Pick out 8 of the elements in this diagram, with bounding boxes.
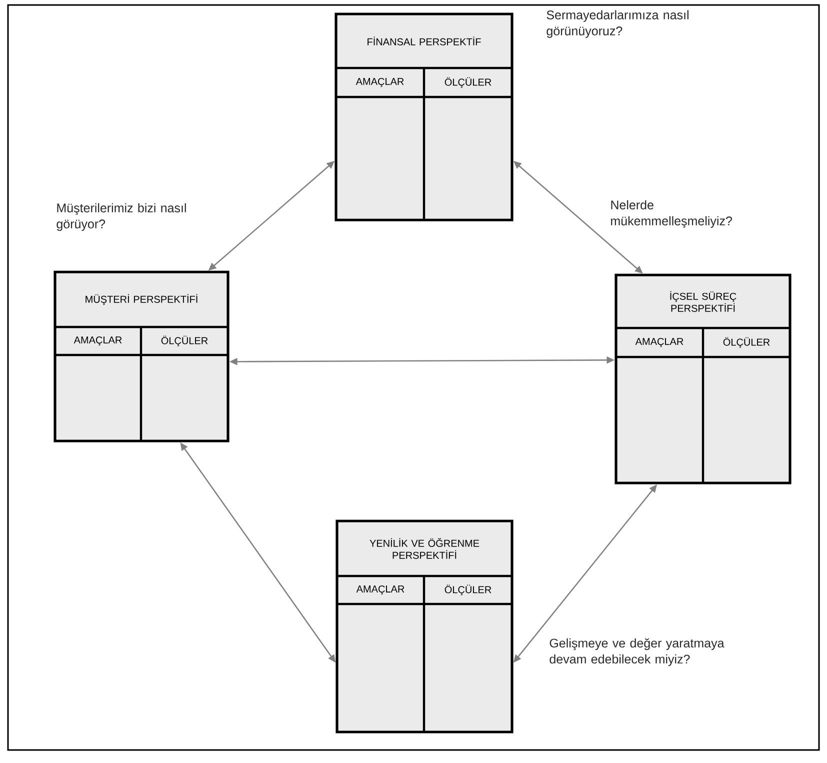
perspective-table: YENİLİK VE ÖĞRENME PERSPEKTİFİ AMAÇLAR ÖLÇÜLER (336, 520, 514, 734)
question-text: Nelerde mükemmelleşmeliyiz? (611, 200, 732, 228)
question-text: Müşterilerimiz bizi nasıl görüyor? (56, 203, 186, 231)
question-text: Sermayedarlarımıza nasıl görünüyoruz? (546, 10, 688, 38)
question-text: Gelişmeye ve değer yaratmaya devam edebilecek miyiz? (550, 638, 724, 666)
perspective-table: MÜŞTERİ PERSPEKTİFİ AMAÇLAR ÖLÇÜLER (54, 270, 230, 442)
perspective-table: FİNANSAL PERSPEKTİF AMAÇLAR ÖLÇÜLER (334, 12, 514, 222)
perspective-table: İÇSEL SÜREÇ PERSPEKTİFİ AMAÇLAR ÖLÇÜLER (614, 274, 792, 484)
